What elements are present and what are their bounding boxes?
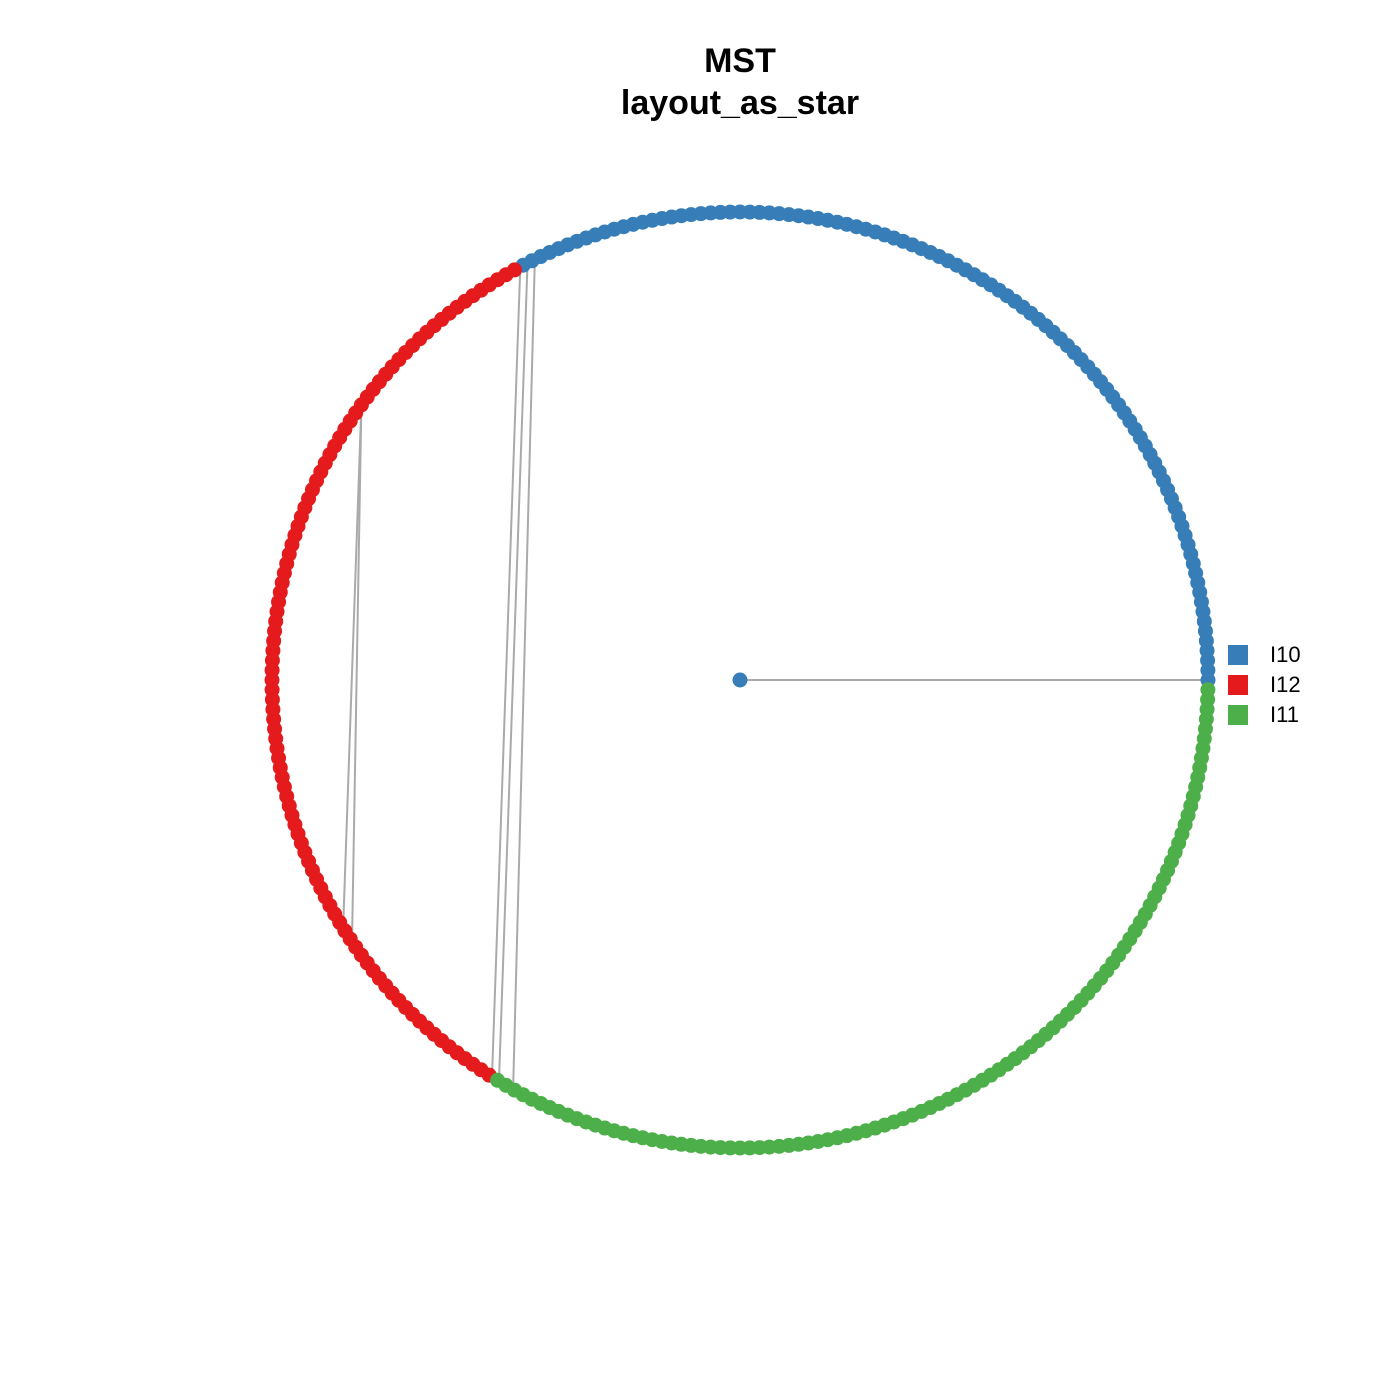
chart-subtitle: layout_as_star <box>620 84 860 122</box>
legend-label: I11 <box>1270 702 1299 727</box>
legend-swatch <box>1228 645 1248 665</box>
legend-label: I10 <box>1270 642 1301 667</box>
graph-edge <box>497 262 529 1082</box>
chart-title: MST <box>704 42 776 80</box>
graph-center-node <box>732 672 748 688</box>
graph-edge <box>342 404 363 929</box>
legend-swatch <box>1228 705 1248 725</box>
graph-edge <box>351 404 363 942</box>
edges <box>342 259 1208 1090</box>
nodes <box>264 204 1216 1156</box>
graph-edge <box>490 266 522 1077</box>
graph-node <box>1200 682 1216 698</box>
legend-item-i12: I12 <box>1228 670 1301 700</box>
legend-label: I12 <box>1270 672 1301 697</box>
legend-item-i11: I11 <box>1228 700 1301 730</box>
legend-item-i10: I10 <box>1228 640 1301 670</box>
graph-edge <box>512 259 536 1090</box>
legend-swatch <box>1228 675 1248 695</box>
